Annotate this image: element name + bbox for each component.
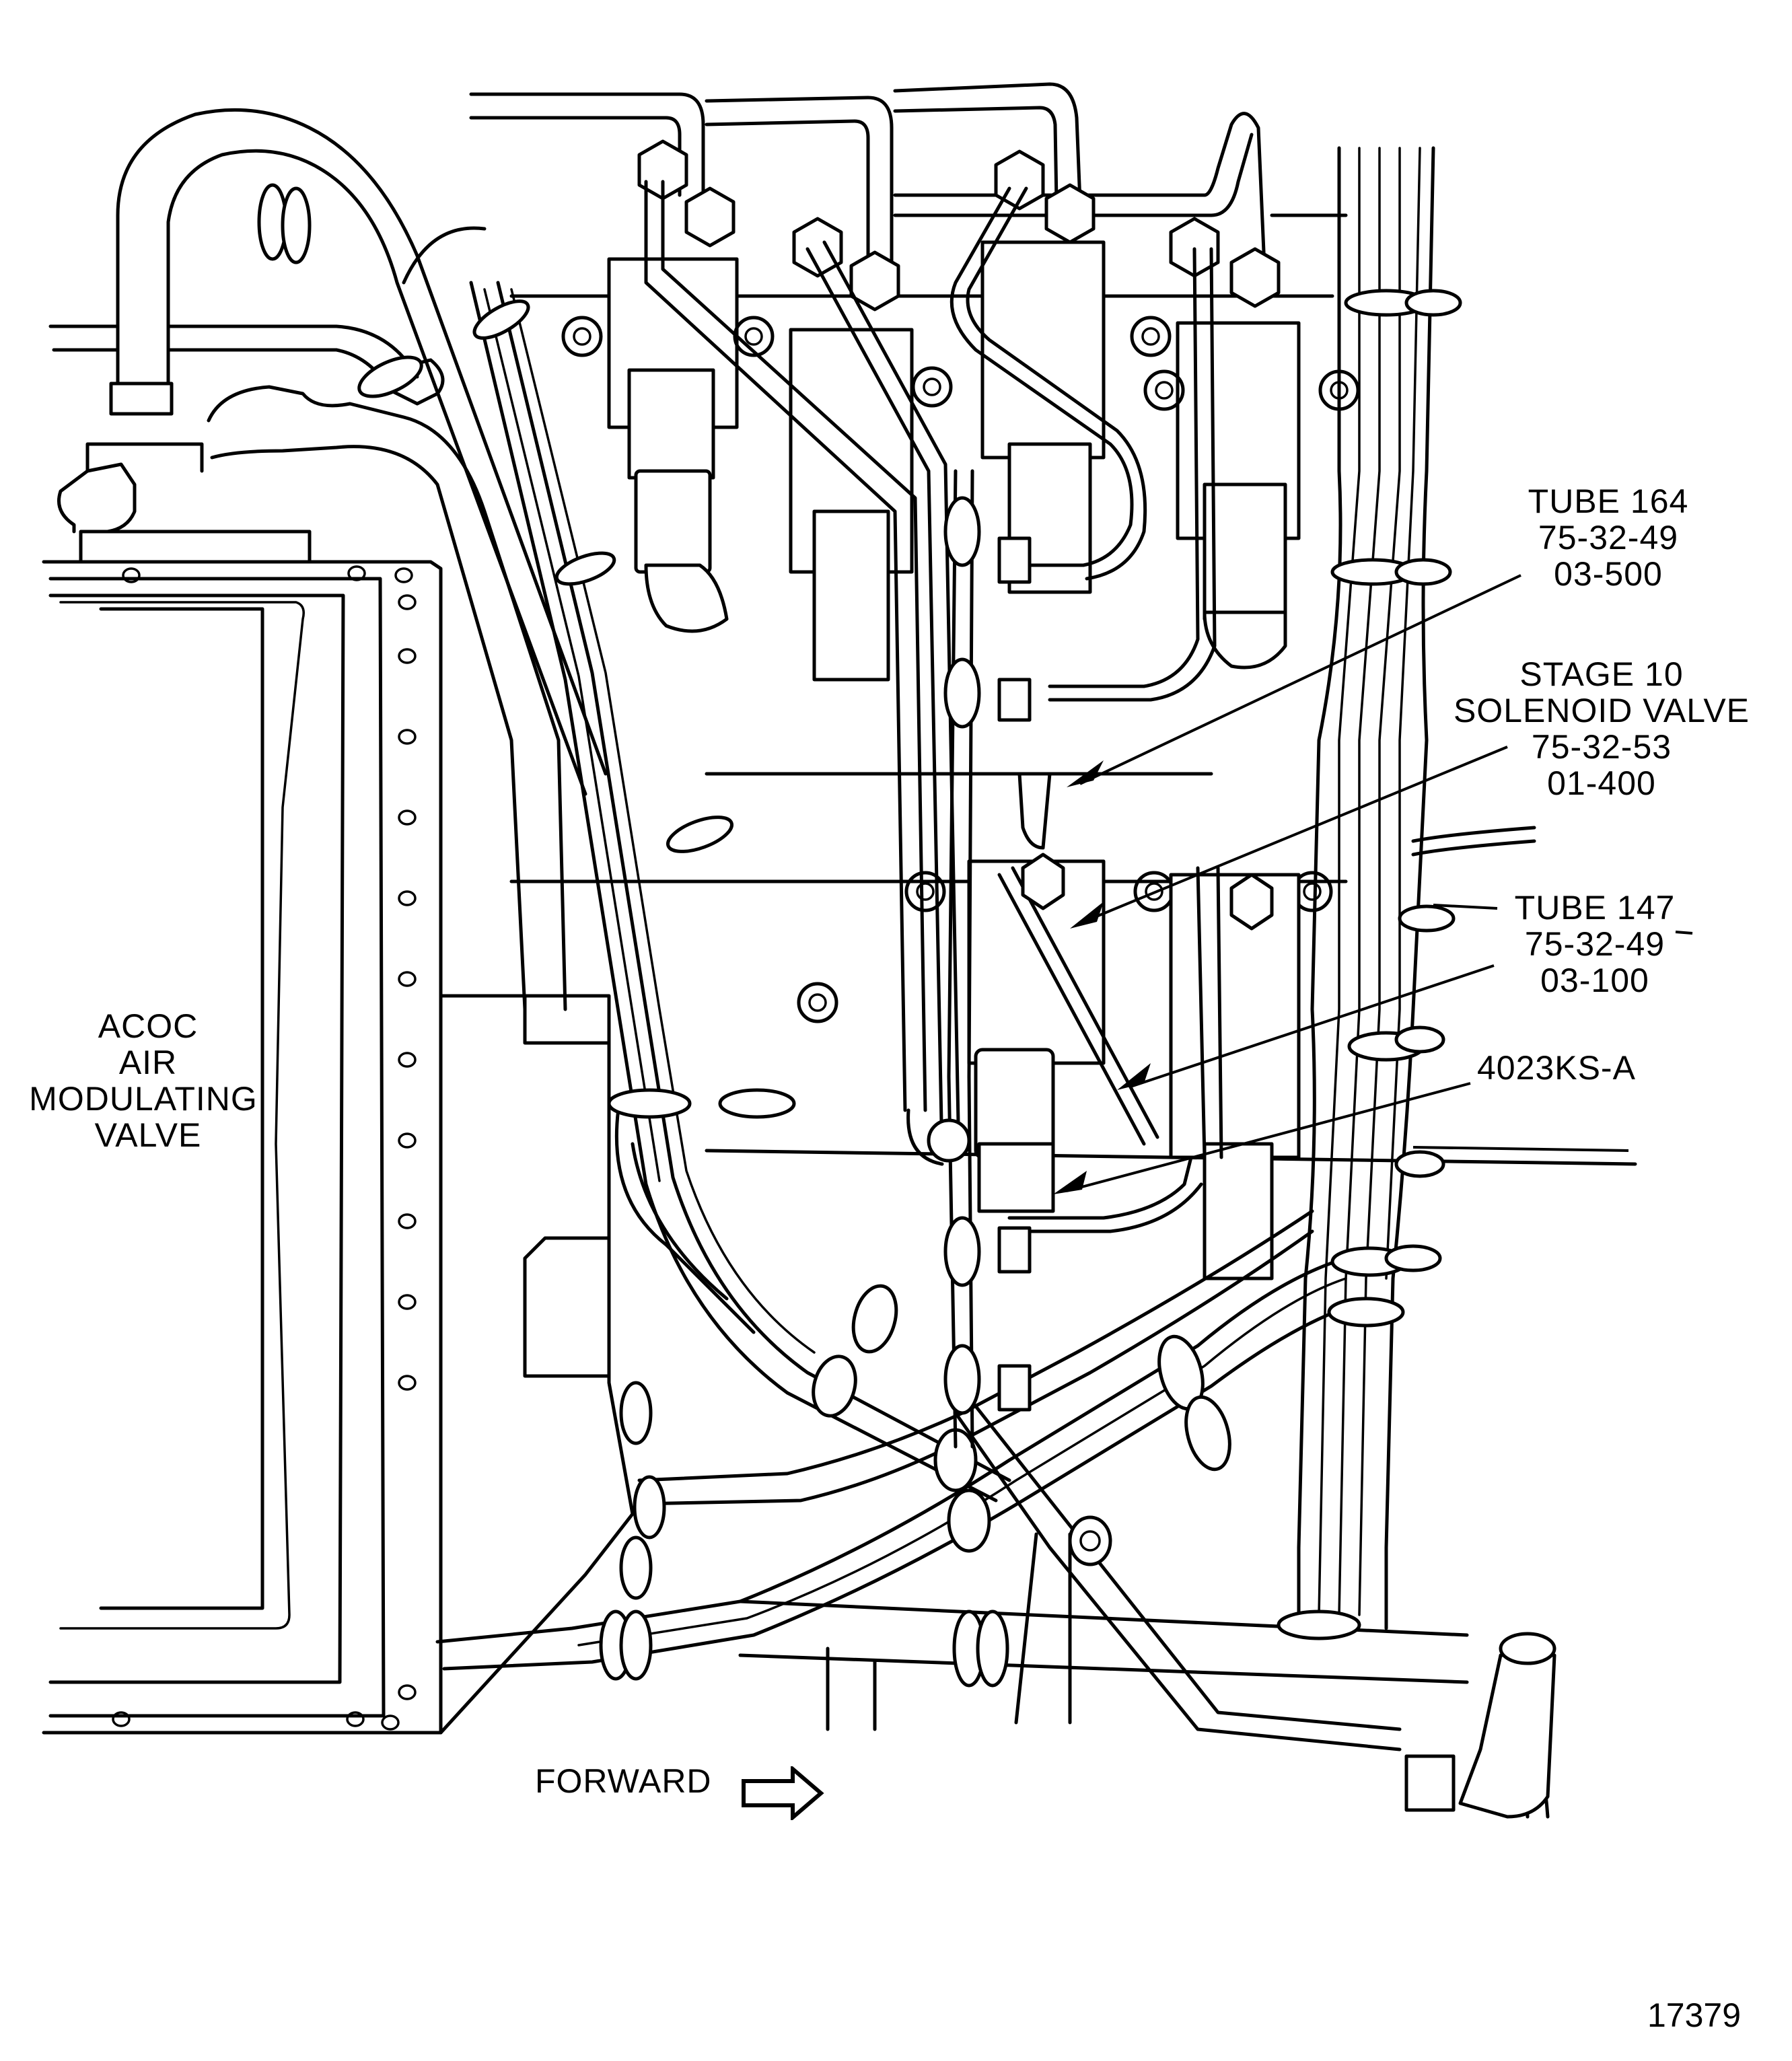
solenoid-valve-row-lower — [967, 772, 1301, 1280]
leader-tube-164 — [1079, 574, 1521, 785]
callout-stage-10-solenoid-valve: STAGE 10 SOLENOID VALVE 75-32-53 01-400 — [1447, 656, 1756, 801]
arrowhead-stage-10 — [1070, 902, 1104, 929]
central-tube-assembly — [906, 469, 1032, 1449]
elbow-fitting — [1404, 1632, 1556, 1819]
leader-stage-10 — [1083, 746, 1508, 923]
cross-tubes — [644, 180, 1217, 1159]
callout-stage-10-ref: 75-32-53 — [1531, 728, 1672, 766]
callout-tube-147-ref: 75-32-49 — [1524, 925, 1665, 963]
valve-cap-and-inlet-hose — [48, 108, 608, 1011]
callout-leaders — [1053, 574, 1693, 1194]
acoc-air-modulating-valve-housing — [42, 560, 635, 1735]
leader-4023ks-a — [1066, 1082, 1471, 1192]
callout-connector-4023ks-a: 4023KS-A — [1477, 1050, 1665, 1086]
callout-acoc-line-3: MODULATING — [29, 1080, 258, 1118]
arrowhead-tube-147 — [1117, 1063, 1151, 1090]
callout-tube-147-item: 03-100 — [1540, 962, 1649, 999]
callout-tube-164: TUBE 164 75-32-49 03-500 — [1497, 483, 1719, 592]
leader-tube-147 — [1130, 964, 1495, 1088]
wire-harness-main — [435, 146, 1550, 1819]
callout-connector-id: 4023KS-A — [1477, 1049, 1636, 1087]
harness-clamps — [257, 183, 1462, 1688]
forward-direction-label: FORWARD — [535, 1762, 712, 1800]
callout-tube-164-ref: 75-32-49 — [1538, 519, 1679, 556]
arrowhead-tube-164 — [1067, 760, 1104, 787]
arrowhead-4023ks-a — [1053, 1171, 1087, 1194]
callout-acoc-line-4: VALVE — [94, 1116, 202, 1154]
tube-fitting-nuts — [637, 139, 1281, 312]
solenoid-valve-row-upper — [607, 240, 1301, 682]
callout-tube-147-title: TUBE 147 — [1514, 889, 1676, 927]
leader-tube-147-upper — [1433, 904, 1498, 910]
callout-stage-10-title: STAGE 10 — [1519, 655, 1684, 693]
figure-number: 17379 — [1647, 1996, 1742, 2034]
housing-bolt-holes — [112, 565, 417, 1731]
callout-acoc-line-2: AIR — [118, 1044, 178, 1081]
upper-tube-manifold — [469, 82, 1348, 291]
right-arrow-outline-icon — [742, 1766, 824, 1820]
callout-acoc-air-modulating-valve: ACOC AIR MODULATING VALVE — [29, 1007, 266, 1154]
callout-tube-147: TUBE 147 75-32-49 03-100 — [1497, 890, 1692, 999]
callout-tube-164-title: TUBE 164 — [1528, 482, 1689, 520]
callout-stage-10-item: 01-400 — [1547, 764, 1656, 802]
callout-stage-10-subtitle: SOLENOID VALVE — [1453, 692, 1750, 729]
callout-acoc-line-1: ACOC — [98, 1007, 199, 1045]
callout-tube-164-item: 03-500 — [1554, 555, 1663, 593]
